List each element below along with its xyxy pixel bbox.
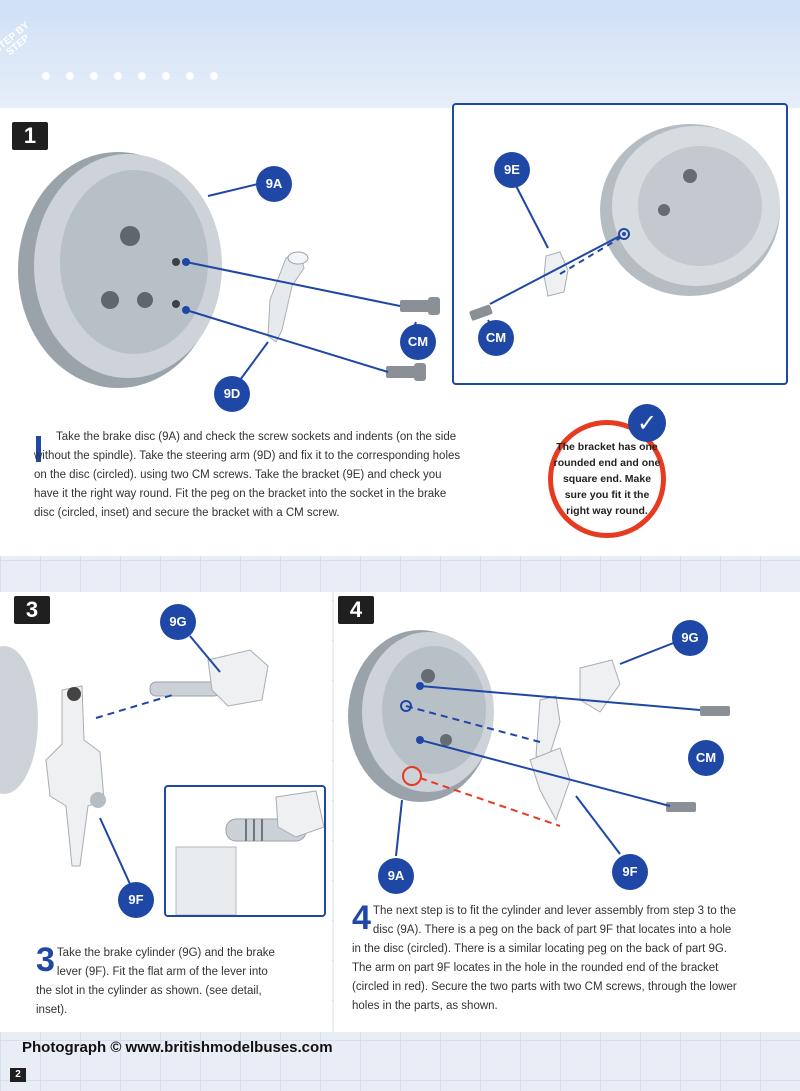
- s4-label-9G: 9G: [672, 620, 708, 656]
- step4-drop-cap: 4: [352, 902, 371, 934]
- s4-label-CM: CM: [688, 740, 724, 776]
- s4-label-9A: 9A: [378, 858, 414, 894]
- page-number: 2: [10, 1068, 26, 1082]
- photo-credit: Photograph © www.britishmodelbuses.com: [22, 1039, 333, 1056]
- step4-text: The next step is to fit the cylinder and…: [352, 905, 737, 1012]
- s4-label-9F: 9F: [612, 854, 648, 890]
- step4-text-block: 4 The next step is to fit the cylinder a…: [352, 902, 740, 1016]
